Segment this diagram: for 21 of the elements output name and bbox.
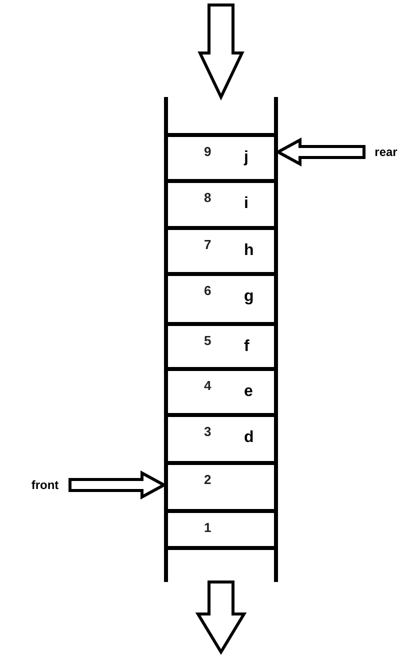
pointer-label: rear bbox=[364, 144, 408, 160]
slot-number: 6 bbox=[204, 284, 212, 297]
slot-number: 2 bbox=[204, 473, 212, 486]
slot-number: 3 bbox=[204, 425, 212, 438]
slot-number: 7 bbox=[204, 238, 212, 251]
slot-number: 1 bbox=[204, 521, 212, 534]
slot-letter: e bbox=[244, 384, 253, 400]
slot-number: 8 bbox=[204, 191, 212, 204]
pointer-label: front bbox=[20, 477, 70, 493]
slot-number: 5 bbox=[204, 334, 212, 347]
slot-letter: i bbox=[244, 196, 248, 212]
slot-number: 4 bbox=[204, 379, 212, 392]
block-arrow bbox=[195, 580, 247, 655]
slot-letter: h bbox=[244, 243, 254, 259]
slot-letter: j bbox=[244, 150, 248, 166]
block-arrow bbox=[198, 4, 244, 100]
queue-tube bbox=[164, 97, 278, 582]
slot-letter: f bbox=[244, 339, 250, 355]
slot-letter: g bbox=[244, 289, 254, 305]
slot-number: 9 bbox=[204, 145, 212, 158]
slot-letter: d bbox=[244, 430, 254, 446]
